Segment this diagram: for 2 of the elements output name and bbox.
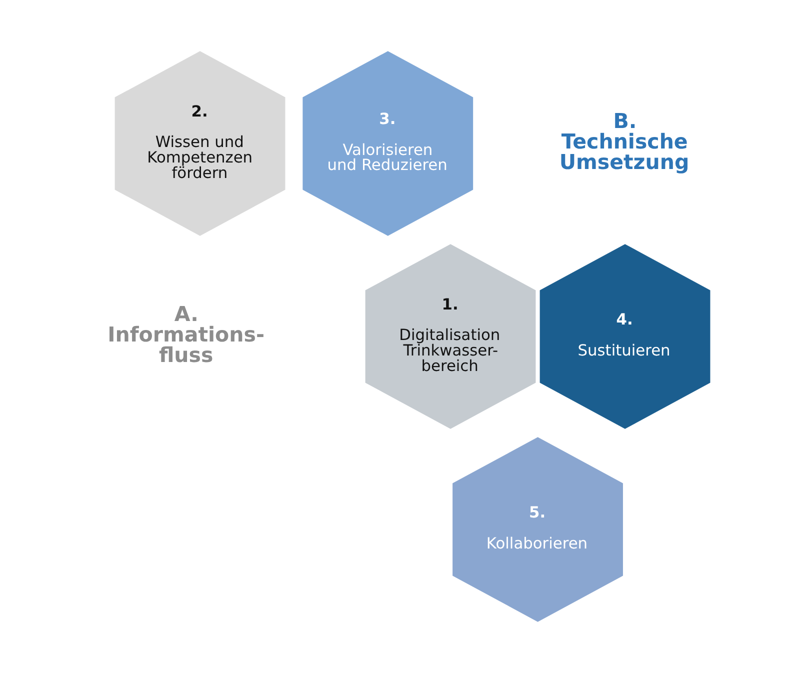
label: B. Technische Umsetzung	[559, 109, 690, 174]
label: A. Informations- fluss	[108, 302, 264, 368]
